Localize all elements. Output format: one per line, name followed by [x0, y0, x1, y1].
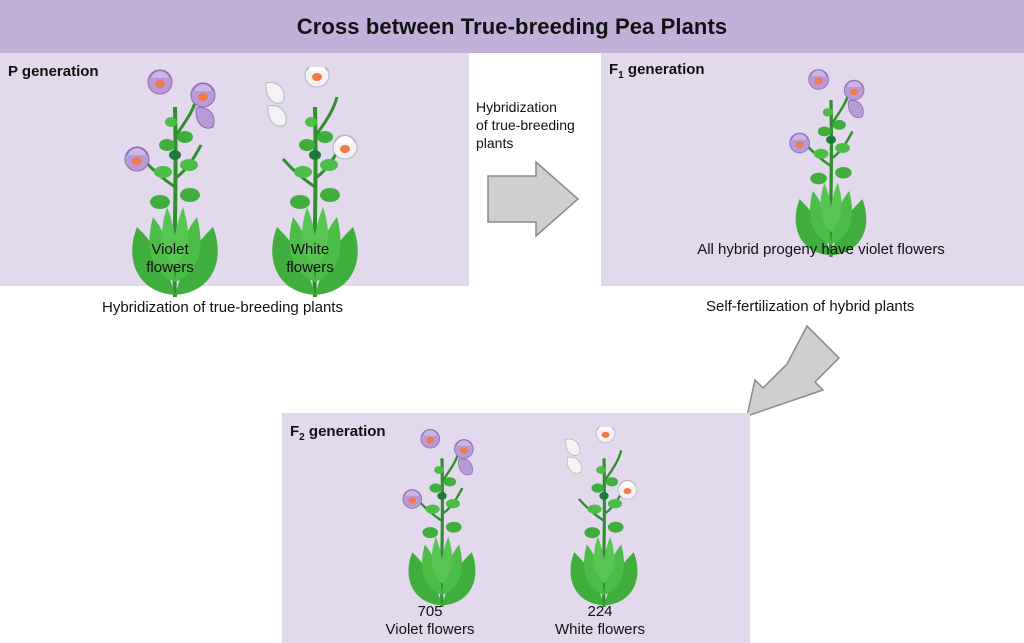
- f1-generation-panel: F1 generation All hybrid progeny have vi…: [601, 53, 1024, 286]
- p-generation-title: P generation: [8, 63, 99, 80]
- right-arrow-icon: [487, 160, 580, 238]
- f2-generation-title: F2 generation: [290, 423, 386, 443]
- left-note: Hybridization of true-breeding plants: [102, 299, 343, 316]
- f2-violet-count-label: 705 Violet flowers: [385, 603, 475, 638]
- f2-generation-panel: F2 generation 705 Violet flowers 224 Whi…: [282, 413, 750, 643]
- f1-violet-plant-illustration: [789, 69, 868, 257]
- right-note: Self-fertilization of hybrid plants: [706, 298, 915, 315]
- hybridization-arrow-label: Hybridization of true-breeding plants: [476, 99, 575, 151]
- f2-white-count-label: 224 White flowers: [554, 603, 646, 638]
- f1-generation-title: F1 generation: [609, 61, 705, 81]
- f2-white-plant-illustration: [565, 427, 640, 607]
- p-generation-panel: P generation Violet flowers White flower…: [0, 53, 469, 297]
- diagram-title: Cross between True-breeding Pea Plants: [0, 0, 1024, 53]
- f2-violet-plant-illustration: [402, 428, 478, 607]
- white-flowers-label: White flowers: [286, 241, 334, 276]
- down-left-arrow-icon: [745, 324, 841, 418]
- f1-caption: All hybrid progeny have violet flowers: [697, 241, 945, 258]
- violet-flowers-label: Violet flowers: [146, 241, 194, 276]
